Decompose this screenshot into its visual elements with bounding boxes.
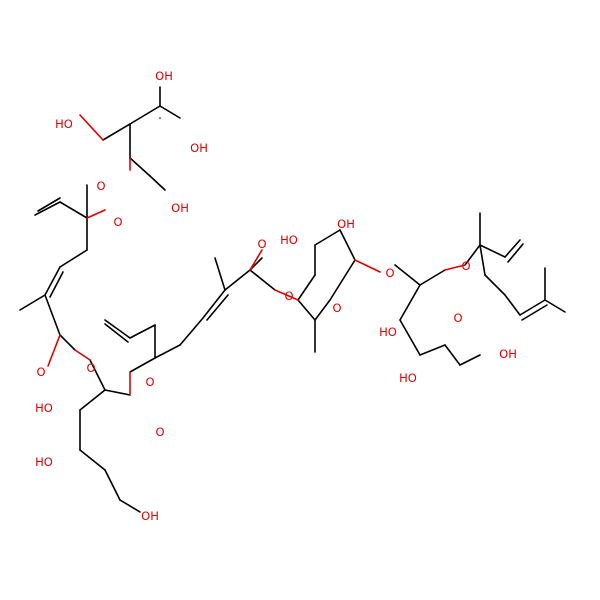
oh-mid-b: OH — [337, 217, 355, 231]
atom-label: HO — [399, 371, 417, 385]
atom-label: O — [145, 375, 154, 389]
ho-right-b: HO — [399, 371, 417, 385]
atom-label: HO — [35, 401, 53, 415]
o-link-mid: O — [145, 375, 154, 389]
o-carbonyl-left: O — [36, 365, 45, 379]
atom-label: OH — [141, 509, 159, 523]
atom-label: O — [257, 237, 266, 251]
o-ester-mid: O — [284, 289, 293, 303]
atom-label: O — [113, 215, 122, 229]
oh-top-a: OH — [155, 69, 173, 83]
atom-label: OH — [499, 347, 517, 361]
ho-left-b: HO — [35, 455, 53, 469]
o-ring-top: O — [96, 179, 105, 193]
atom-label: OH — [190, 141, 208, 155]
ho-left-a: HO — [35, 401, 53, 415]
atom-label: OH — [171, 201, 189, 215]
atom-label: O — [332, 301, 341, 315]
oxygen-bonds — [47, 114, 466, 396]
oh-right-ch2oh: OH — [499, 347, 517, 361]
o-link-right: O — [385, 266, 394, 280]
o-carbonyl-mid: O — [257, 237, 266, 251]
atom-label: O — [385, 266, 394, 280]
oh-left-ch2oh: OH — [141, 509, 159, 523]
o-ester-left: O — [86, 361, 95, 375]
o-ring-mid: O — [332, 301, 341, 315]
oh-top-b: OH — [190, 141, 208, 155]
ho-mid-a: HO — [280, 233, 298, 247]
o-link-far: O — [461, 259, 470, 273]
atom-label: HO — [35, 455, 53, 469]
atom-label: O — [36, 365, 45, 379]
atom-label: HO — [55, 117, 73, 131]
atom-label: O — [155, 425, 164, 439]
atom-labels: HO OH OH OH O O O O HO HO O O OH O HO OH… — [35, 69, 517, 523]
o-ring-right: O — [453, 311, 462, 325]
o-link-top: O — [113, 215, 122, 229]
atom-label: O — [461, 259, 470, 273]
o-ring-left: O — [155, 425, 164, 439]
atom-label: O — [86, 361, 95, 375]
atom-label: O — [284, 289, 293, 303]
atom-label: O — [96, 179, 105, 193]
atom-label: HO — [280, 233, 298, 247]
atom-label: OH — [155, 69, 173, 83]
atom-label: O — [453, 311, 462, 325]
carbon-bonds — [19, 86, 566, 513]
ho-right-a: HO — [379, 325, 397, 339]
atom-label: HO — [379, 325, 397, 339]
oh-top-c: OH — [171, 201, 189, 215]
atom-label: OH — [337, 217, 355, 231]
ho-top-ch2oh: HO — [55, 117, 73, 131]
